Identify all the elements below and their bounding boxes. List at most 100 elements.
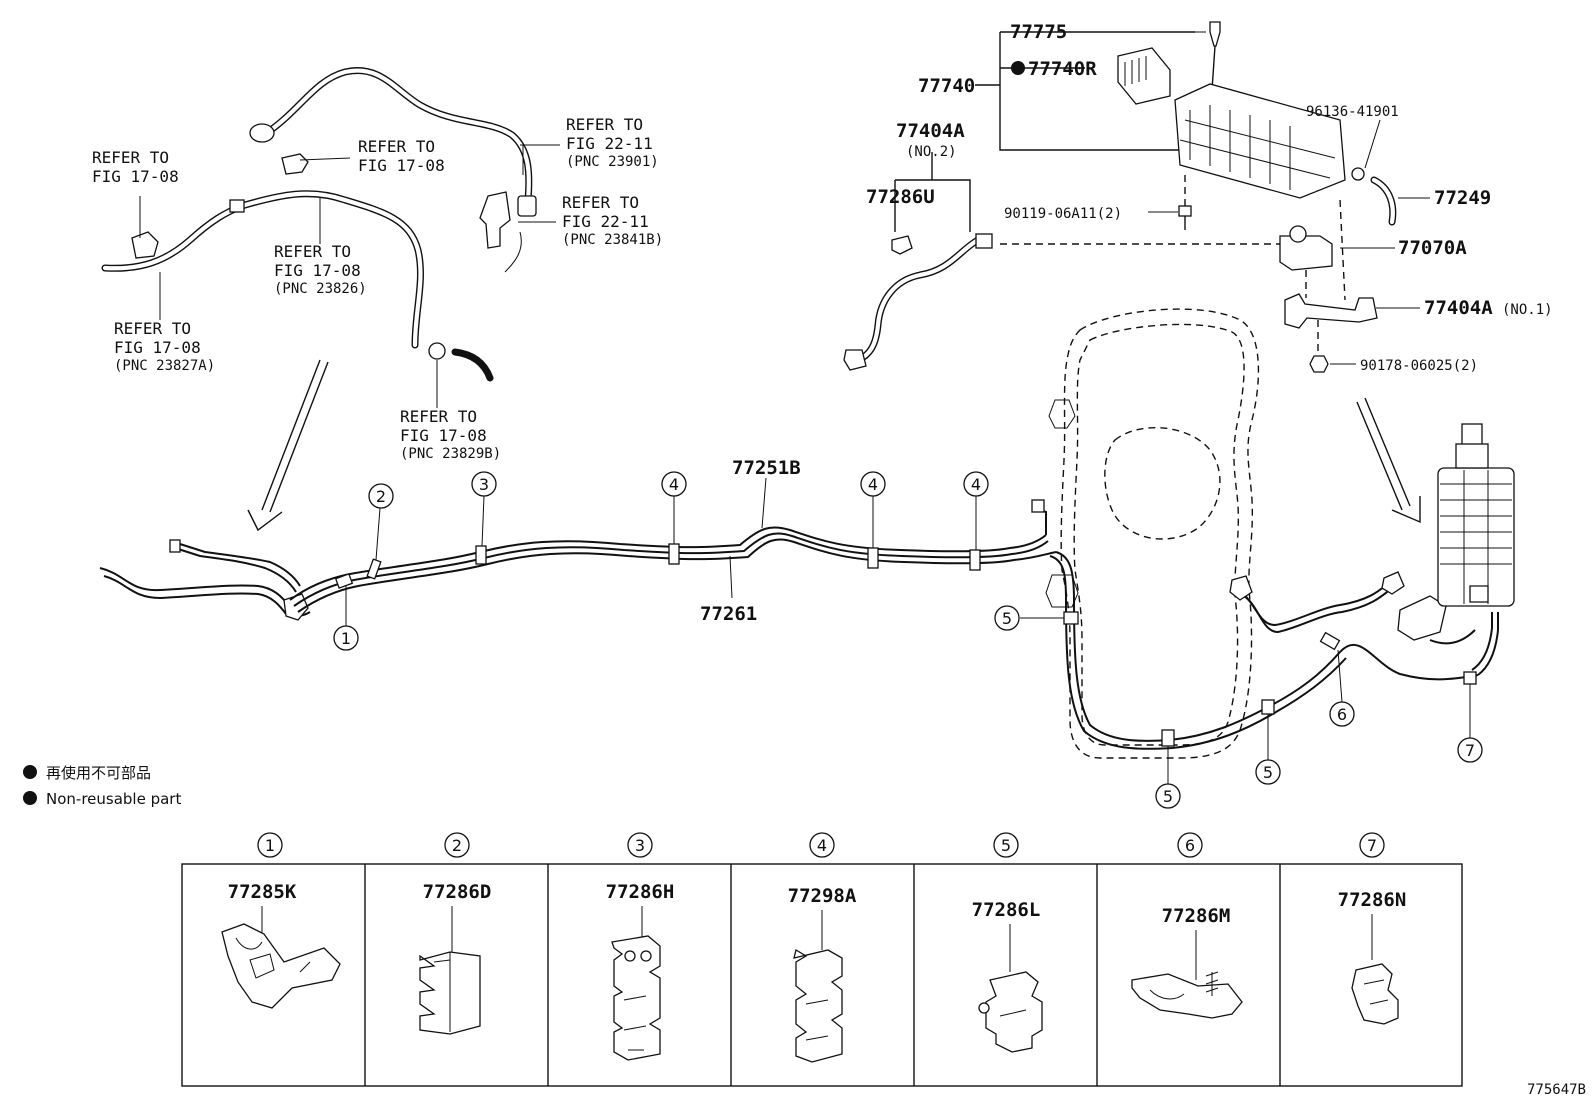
refer-to-label: REFER TO xyxy=(400,407,477,426)
non-reusable-dot-icon xyxy=(1011,61,1025,75)
part-77740-label: 77740 xyxy=(918,75,975,97)
refer-pnc-label: (PNC 23841B) xyxy=(562,232,663,248)
vsv-valve-icon xyxy=(1279,235,1333,271)
canister-part-labels: 77775 77740 77740R 96136-41901 77404A (N… xyxy=(866,21,1553,374)
clamp-77286N-icon xyxy=(1351,963,1399,1025)
refer-fig-label: FIG 17-08 xyxy=(400,426,487,445)
clamp-4-header: 4 xyxy=(809,832,835,858)
clamp-77285K-icon xyxy=(221,923,341,1009)
fuel-vapor-tubes xyxy=(99,499,1499,750)
canister-side-view xyxy=(1437,423,1515,607)
clamp-77286H-icon xyxy=(611,935,661,1061)
clamp-part-77286D-label: 77286D xyxy=(423,881,492,903)
canister-body-icon xyxy=(1437,467,1515,607)
callout-6-marker: 6 xyxy=(1329,701,1355,727)
refer-fig-label: FIG 17-08 xyxy=(358,156,445,175)
filler-pipe-assembly xyxy=(101,67,537,382)
charcoal-canister-assembly xyxy=(843,21,1430,373)
refer-fig-label: FIG 17-08 xyxy=(274,261,361,280)
view-arrows xyxy=(247,359,1421,532)
clamp-part-77286N-label: 77286N xyxy=(1338,889,1407,911)
callout-1-marker: 1 xyxy=(333,625,359,651)
nut-icon xyxy=(1309,355,1329,373)
svg-text:6: 6 xyxy=(1185,836,1195,855)
svg-text:3: 3 xyxy=(635,836,645,855)
bracket-icon xyxy=(479,191,511,249)
clamp-part-77298A-label: 77298A xyxy=(788,885,857,907)
part-77404A-no2-label: 77404A xyxy=(896,120,965,142)
no1-label: (NO.1) xyxy=(1502,302,1553,318)
no2-label: (NO.2) xyxy=(906,144,957,160)
hose-no1-icon xyxy=(1284,293,1378,329)
refer-to-label: REFER TO xyxy=(358,137,435,156)
tube-clamps xyxy=(334,543,1477,747)
part-96136-41901-label: 96136-41901 xyxy=(1306,104,1399,120)
svg-text:4: 4 xyxy=(868,475,878,494)
callout-5-marker: 5 xyxy=(994,605,1020,631)
callout-4-marker: 4 xyxy=(860,471,886,497)
callout-7-marker: 7 xyxy=(1457,737,1483,763)
clamp-part-77285K-label: 77285K xyxy=(228,881,297,903)
refer-to-label: REFER TO xyxy=(92,148,169,167)
svg-text:6: 6 xyxy=(1337,705,1347,724)
part-90178-06025-label: 90178-06025(2) xyxy=(1360,358,1478,374)
clamp-77286L-icon xyxy=(978,971,1043,1053)
legend-japanese-label: 再使用不可部品 xyxy=(46,764,151,782)
svg-text:4: 4 xyxy=(669,475,679,494)
vsv-body-icon xyxy=(1455,443,1489,469)
refer-to-label: REFER TO xyxy=(562,193,639,212)
callout-4-marker: 4 xyxy=(963,471,989,497)
callout-5-marker: 5 xyxy=(1155,783,1181,809)
part-77775-label: 77775 xyxy=(1010,21,1067,43)
filter-icon xyxy=(1117,47,1171,105)
refer-pnc-label: (PNC 23901) xyxy=(566,154,659,170)
clamp-7-header: 7 xyxy=(1359,832,1385,858)
reference-labels: REFER TO FIG 17-08 REFER TO FIG 17-08 RE… xyxy=(92,115,663,462)
refer-fig-label: FIG 17-08 xyxy=(114,338,201,357)
svg-text:4: 4 xyxy=(817,836,827,855)
refer-fig-label: FIG 17-08 xyxy=(92,167,179,186)
bolt-icon xyxy=(1178,205,1192,217)
clamp-5-header: 5 xyxy=(993,832,1019,858)
clamp-part-77286H-label: 77286H xyxy=(606,881,675,903)
clip-icon xyxy=(1209,21,1221,47)
svg-text:5: 5 xyxy=(1163,787,1173,806)
clip-icon xyxy=(131,231,159,259)
refer-to-label: REFER TO xyxy=(114,319,191,338)
hose-connector-icon xyxy=(517,195,537,217)
vsv-icon xyxy=(1461,423,1483,447)
svg-text:3: 3 xyxy=(479,475,489,494)
callout-4-marker: 4 xyxy=(661,471,687,497)
diagram-code-label: 775647B xyxy=(1527,1082,1586,1098)
fuel-tank-outline xyxy=(1045,308,1260,759)
clip-icon xyxy=(891,235,913,255)
canister-body-icon xyxy=(1174,83,1346,199)
callout-markers: 1 2 3 4 4 4 5 5 5 6 7 xyxy=(333,471,1483,809)
nut-icon xyxy=(1351,167,1365,181)
clamp-77286M-icon xyxy=(1131,971,1243,1019)
svg-text:2: 2 xyxy=(452,836,462,855)
refer-pnc-label: (PNC 23827A) xyxy=(114,358,215,374)
hose-connector-icon xyxy=(975,233,993,249)
non-reusable-dot-icon xyxy=(23,791,37,805)
svg-text:5: 5 xyxy=(1001,836,1011,855)
tube-labels: 77251B 77261 xyxy=(700,457,801,625)
clip-icon xyxy=(281,153,309,175)
svg-text:1: 1 xyxy=(265,836,275,855)
clamp-table: 1 2 3 4 5 6 7 77285K 77286D 77286H 77298… xyxy=(181,832,1463,1087)
part-77404A-no1-label: 77404A xyxy=(1424,297,1493,319)
clamp-1-header: 1 xyxy=(257,832,283,858)
svg-text:7: 7 xyxy=(1465,741,1475,760)
clamp-part-77286L-label: 77286L xyxy=(972,899,1041,921)
ring-clamp-icon xyxy=(428,342,446,360)
legend-english-label: Non-reusable part xyxy=(46,790,181,808)
clamp-2-header: 2 xyxy=(444,832,470,858)
callout-2-marker: 2 xyxy=(368,483,394,509)
callout-5-marker: 5 xyxy=(1255,759,1281,785)
svg-text:4: 4 xyxy=(971,475,981,494)
part-77261-label: 77261 xyxy=(700,603,757,625)
refer-to-label: REFER TO xyxy=(274,242,351,261)
part-77070A-label: 77070A xyxy=(1398,237,1467,259)
